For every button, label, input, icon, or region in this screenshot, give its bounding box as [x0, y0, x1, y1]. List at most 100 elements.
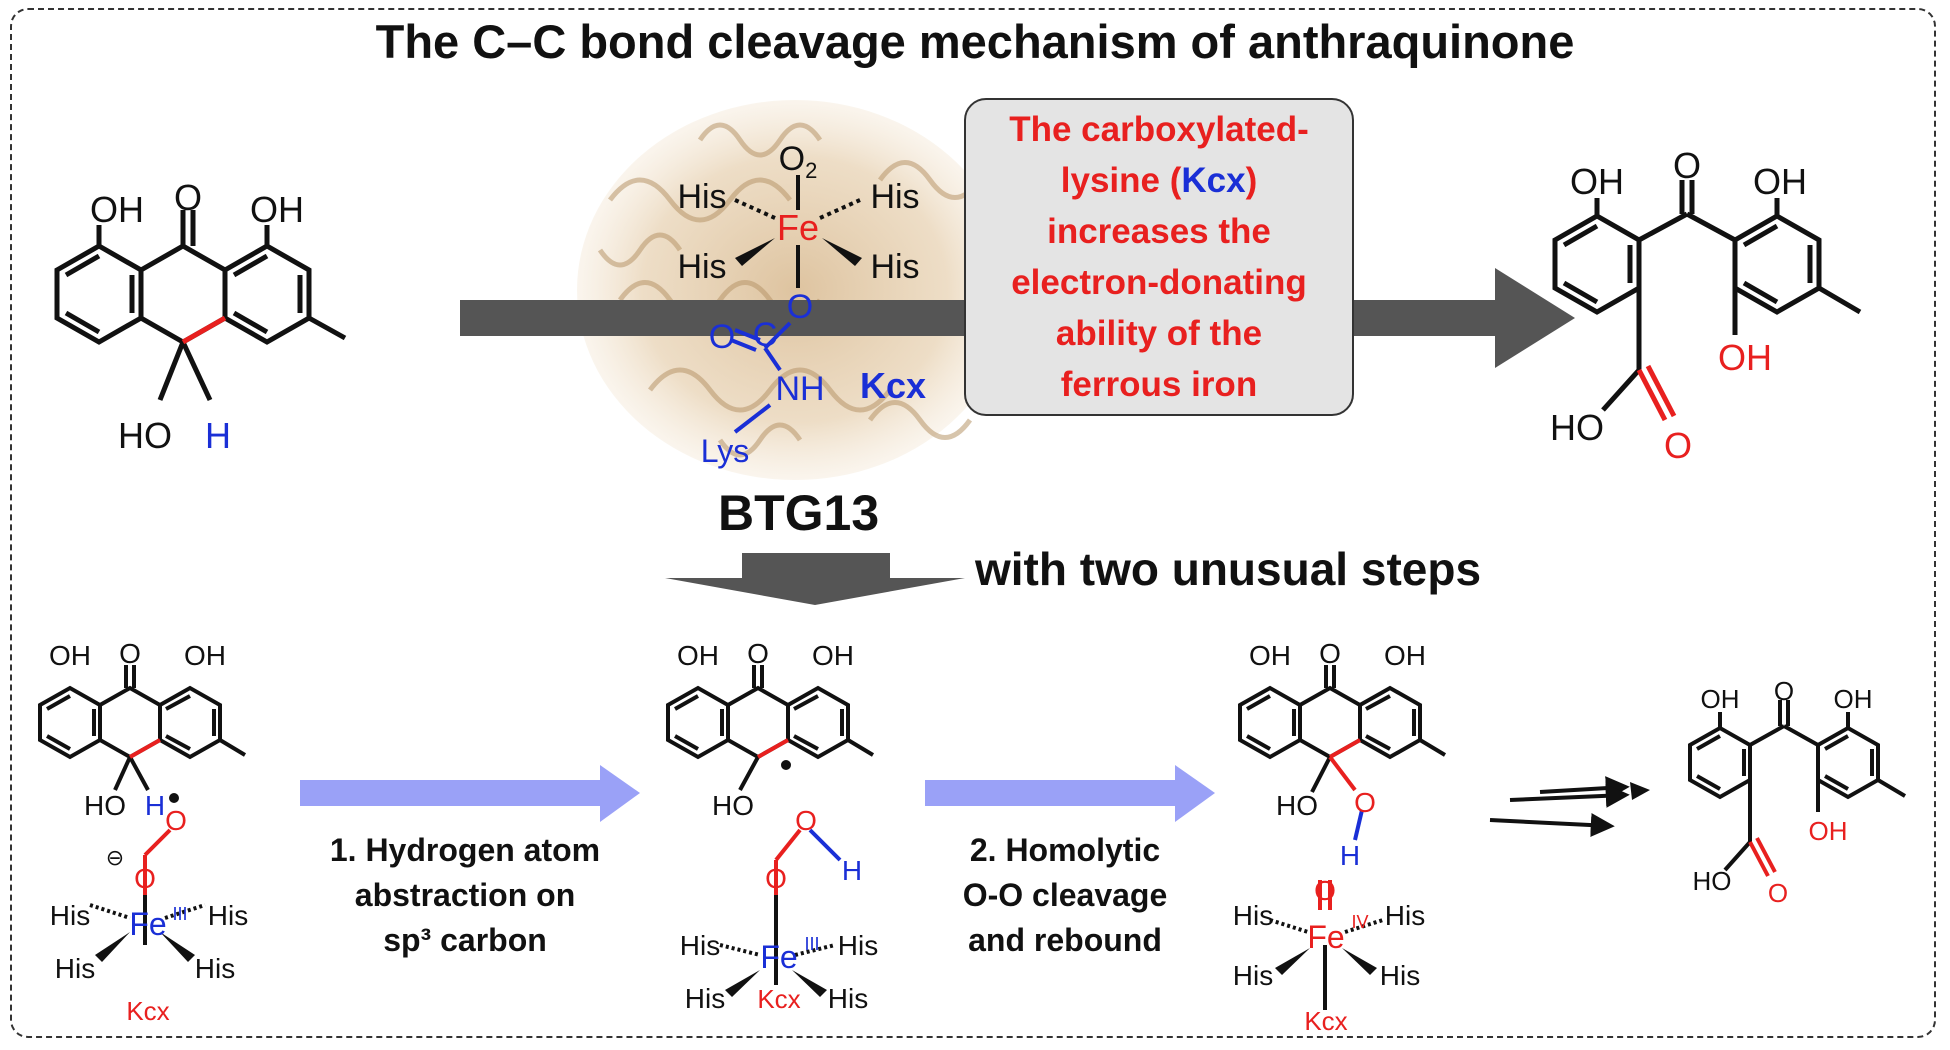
- o-label: O: [1354, 787, 1376, 818]
- svg-text:O2: O2: [779, 140, 818, 183]
- oh-label: OH: [184, 640, 226, 671]
- h-label: H: [1340, 840, 1360, 871]
- callout-line: electron-donating: [1011, 263, 1307, 302]
- superoxide-charge-label: ⊖: [106, 845, 124, 870]
- oh-label: OH: [1809, 816, 1848, 846]
- o-label: O: [1314, 875, 1336, 906]
- his-label: His: [1385, 900, 1425, 931]
- intermediate-3: [1238, 665, 1447, 1010]
- oh-label: OH: [1718, 337, 1772, 378]
- o-label: O: [1319, 638, 1341, 669]
- his-label: His: [870, 178, 919, 216]
- o-label: O: [1664, 425, 1692, 466]
- oh-label: OH: [1570, 161, 1624, 202]
- fe-label: Fe: [1307, 919, 1344, 955]
- down-arrow: [665, 553, 965, 605]
- his-label: His: [828, 983, 868, 1014]
- callout-line: ability of the: [1055, 314, 1263, 353]
- oh-label: OH: [1701, 684, 1740, 714]
- oh-label: OH: [677, 640, 719, 671]
- step-1-line: sp³ carbon: [383, 922, 547, 958]
- kcx-label: Kcx: [860, 365, 926, 406]
- enzyme-name: BTG13: [718, 485, 880, 541]
- protein-structure-image: [577, 100, 1013, 480]
- step-2-line: and rebound: [968, 922, 1162, 958]
- his-label: His: [1380, 960, 1420, 991]
- his-label: His: [677, 178, 726, 216]
- his-label: His: [680, 930, 720, 961]
- his-label: His: [50, 900, 90, 931]
- substrate-molecule-top: [54, 210, 347, 402]
- o2-subscript: 2: [805, 158, 817, 183]
- callout-box: The carboxylated- lysine (Kcx) increases…: [964, 98, 1354, 416]
- his-label: His: [1233, 900, 1273, 931]
- h-label: H: [145, 790, 165, 821]
- o2-label: O: [779, 140, 805, 178]
- ho-label: HO: [1550, 407, 1604, 448]
- o-label: O: [747, 638, 769, 669]
- oh-label: OH: [1753, 161, 1807, 202]
- his-label: His: [685, 983, 725, 1014]
- his-label: His: [208, 900, 248, 931]
- intermediate-1: [38, 665, 247, 945]
- step-2-line: 2. Homolytic: [969, 832, 1161, 868]
- ho-label: HO: [712, 790, 754, 821]
- kcx-label: Kcx: [1304, 1006, 1347, 1036]
- oxidation-state-label: IV: [1351, 912, 1368, 932]
- oh-label: OH: [49, 640, 91, 671]
- diagram-title: The C–C bond cleavage mechanism of anthr…: [375, 15, 1575, 68]
- ho-label: HO: [118, 415, 172, 456]
- step-1-line: abstraction on: [354, 877, 576, 913]
- intermediate-2: [666, 665, 875, 985]
- h-label: H: [842, 855, 862, 886]
- his-label: His: [870, 248, 919, 286]
- oxidation-state-label: III: [172, 904, 187, 924]
- step-1-line: 1. Hydrogen atom: [329, 832, 601, 868]
- callout-kcx: Kcx: [1181, 161, 1246, 200]
- his-label: His: [1233, 960, 1273, 991]
- step-1-arrow: [300, 765, 640, 822]
- ho-label: HO: [1693, 866, 1732, 896]
- oh-label: OH: [1834, 684, 1873, 714]
- step-2-description: 2. Homolytic O-O cleavage and rebound: [920, 828, 1210, 963]
- o-label: O: [174, 177, 202, 218]
- o-label: O: [1774, 676, 1794, 706]
- kcx-label: Kcx: [126, 996, 169, 1026]
- oh-label: OH: [1249, 640, 1291, 671]
- multistep-arrows: [1489, 776, 1630, 838]
- o-label: O: [795, 805, 817, 836]
- lys-label: Lys: [701, 433, 750, 469]
- oh-label: OH: [90, 189, 144, 230]
- ho-label: HO: [1276, 790, 1318, 821]
- ho-label: HO: [84, 790, 126, 821]
- fe-label: Fe: [777, 207, 819, 248]
- o-label: O: [787, 288, 813, 326]
- oh-label: OH: [1384, 640, 1426, 671]
- o-label: O: [709, 318, 735, 356]
- h-label: H: [205, 415, 231, 456]
- callout-line: The carboxylated-: [1009, 110, 1309, 149]
- oh-label: OH: [812, 640, 854, 671]
- dashed-frame: [10, 8, 1936, 1038]
- steps-subtitle: with two unusual steps: [975, 543, 1482, 595]
- c-label: C: [753, 316, 778, 354]
- callout-text: ): [1245, 161, 1258, 200]
- oxidation-state-label: III: [804, 934, 819, 954]
- step-2-arrow: [925, 765, 1215, 822]
- o-label: O: [134, 863, 156, 894]
- step-1-description: 1. Hydrogen atom abstraction on sp³ carb…: [300, 828, 630, 963]
- callout-line: ferrous iron: [1060, 365, 1258, 404]
- fe-label: Fe: [129, 906, 166, 942]
- o-label: O: [765, 863, 787, 894]
- o-label: O: [1673, 145, 1701, 186]
- o-label: O: [119, 638, 141, 669]
- callout-line: increases the: [1047, 212, 1271, 251]
- his-label: His: [838, 930, 878, 961]
- kcx-label: Kcx: [757, 984, 800, 1014]
- his-label: His: [677, 248, 726, 286]
- o-label: O: [1768, 878, 1788, 908]
- his-label: His: [55, 953, 95, 984]
- product-molecule-top: [1552, 180, 1862, 422]
